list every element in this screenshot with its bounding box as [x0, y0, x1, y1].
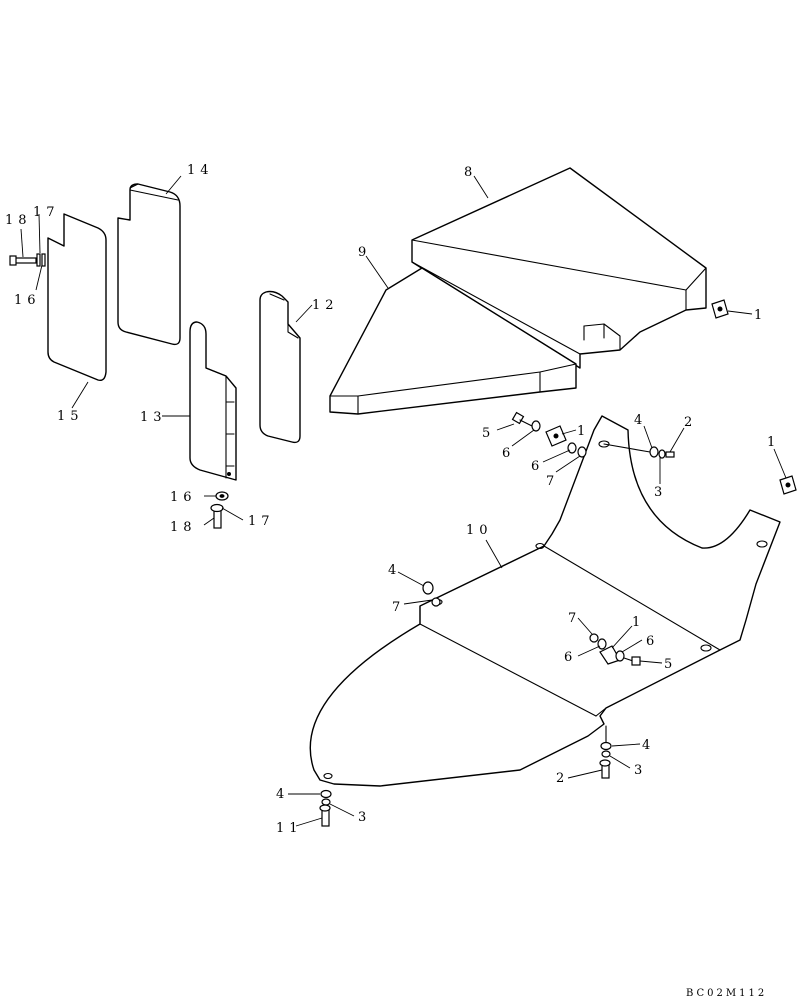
- callout-7-c: 7: [568, 611, 581, 626]
- callout-10: 10: [466, 523, 493, 538]
- washer-4-c: [600, 741, 612, 751]
- hardware: [9, 253, 797, 827]
- callout-1-b: 1: [767, 435, 780, 450]
- callout-15: 15: [57, 409, 84, 424]
- nut-7-a: [577, 446, 587, 458]
- callout-6-a: 6: [502, 446, 515, 461]
- callout-7-a: 7: [546, 474, 559, 489]
- callout-4-d: 4: [276, 787, 289, 802]
- callout-8: 8: [464, 165, 477, 180]
- callout-5-b: 5: [664, 657, 677, 672]
- bolt-2-a: [665, 451, 675, 458]
- callout-4-a: 4: [634, 413, 647, 428]
- washer-6-a: [531, 420, 541, 432]
- callout-18-a: 18: [5, 213, 32, 228]
- bolt-18-left: [13, 257, 37, 264]
- part-15-plate: [47, 213, 107, 382]
- callout-1-a: 1: [754, 308, 767, 323]
- callout-3-b: 3: [634, 763, 647, 778]
- nut-7-c: [589, 633, 599, 643]
- bolt-head: [9, 255, 17, 266]
- reference-code: BC02M112: [686, 988, 767, 999]
- callout-4-c: 4: [642, 738, 655, 753]
- callout-6-d: 6: [564, 650, 577, 665]
- callout-9: 9: [358, 245, 371, 260]
- washer-4-a: [649, 446, 659, 458]
- nut-3-c: [321, 798, 331, 806]
- part-10-pan: [309, 415, 781, 787]
- nut-3-a: [658, 449, 666, 459]
- callout-3-c: 3: [358, 810, 371, 825]
- callout-6-c: 6: [646, 634, 659, 649]
- leader-lines: [20, 175, 787, 827]
- callout-6-b: 6: [531, 459, 544, 474]
- washer-17: [36, 253, 41, 267]
- callout-14: 14: [187, 163, 214, 178]
- callout-1-d: 1: [632, 615, 645, 630]
- callout-4-b: 4: [388, 563, 401, 578]
- bolt-18-b: [213, 509, 222, 529]
- washer-6-b: [567, 442, 577, 454]
- callout-1-c: 1: [577, 424, 590, 439]
- washer-4-d: [320, 789, 332, 799]
- callout-11: 11: [276, 821, 303, 836]
- callout-5-a: 5: [482, 426, 495, 441]
- washer-6-d: [615, 650, 625, 662]
- callouts: 14 18 17 16 15 13 12 8 9 1 1 5 1 6 6 7 4…: [5, 163, 780, 836]
- washer-16: [41, 253, 46, 267]
- part-12-block: [259, 290, 301, 444]
- callout-2-a: 2: [684, 415, 697, 430]
- nut-3-b: [601, 750, 611, 758]
- nut-7-b: [431, 597, 441, 607]
- washer-6-c: [597, 638, 607, 650]
- part-14-block: [117, 183, 181, 346]
- callout-2-b: 2: [556, 771, 569, 786]
- callout-7-b: 7: [392, 600, 405, 615]
- part-13-bracket: [189, 321, 237, 481]
- callout-18-b: 18: [170, 520, 197, 535]
- callout-17-a: 17: [33, 205, 60, 220]
- callout-17-b: 17: [248, 514, 275, 529]
- callout-16-b: 16: [170, 490, 197, 505]
- callout-16-a: 16: [14, 293, 41, 308]
- part-9-slab: [329, 267, 577, 415]
- washer-4-b: [422, 581, 434, 595]
- callout-3-a: 3: [654, 485, 667, 500]
- callout-13: 13: [140, 410, 167, 425]
- bolt-5-b: [631, 656, 641, 666]
- callout-12: 12: [312, 298, 339, 313]
